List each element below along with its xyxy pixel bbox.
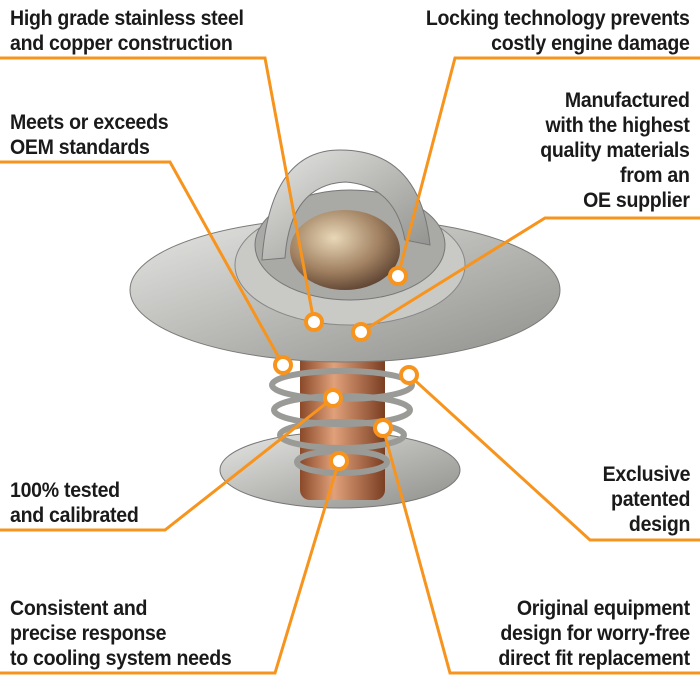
callout-text-line: precise response <box>10 622 167 645</box>
callout-dots <box>273 266 419 471</box>
callout-text-line: and calibrated <box>10 504 139 527</box>
callout-text-line: Consistent and <box>10 597 148 620</box>
copper-dome <box>290 210 400 290</box>
callout-materials: High grade stainless steel and copper co… <box>10 6 244 56</box>
callout-dot-response <box>329 451 349 471</box>
callout-line-fit <box>381 427 700 675</box>
callout-text-line: costly engine damage <box>491 32 691 55</box>
callout-text-line: Meets or exceeds <box>10 111 169 134</box>
callout-locking: Locking technology prevents costly engin… <box>426 6 690 56</box>
callout-text-line: Original equipment <box>517 597 690 620</box>
callout-patented: Exclusive patented design <box>602 462 690 537</box>
callout-text-line: Exclusive <box>602 463 690 486</box>
callout-dot-fit <box>373 418 393 438</box>
callout-text-line: OE supplier <box>583 189 690 212</box>
callout-lines <box>0 56 700 675</box>
callout-dot-oem <box>273 355 293 375</box>
callout-text-line: and copper construction <box>10 32 233 55</box>
callout-dot-patented <box>399 365 419 385</box>
callout-dot-materials <box>304 312 324 332</box>
callout-line-materials <box>0 56 316 323</box>
callout-text-line: direct fit replacement <box>498 647 691 670</box>
callout-line-manufactured <box>360 216 700 334</box>
callout-response: Consistent and precise response to cooli… <box>10 596 232 671</box>
callout-text-line: High grade stainless steel <box>10 7 244 30</box>
callout-text-line: design for worry-free <box>500 622 691 645</box>
callout-line-response <box>0 460 341 675</box>
callout-fit: Original equipment design for worry-free… <box>498 596 691 671</box>
callout-dot-tested <box>323 388 343 408</box>
callout-tested: 100% tested and calibrated <box>10 478 139 528</box>
callout-dot-locking <box>388 266 408 286</box>
callout-line-locking <box>396 56 700 277</box>
callout-text-line: with the highest <box>545 114 690 137</box>
callout-text-line: 100% tested <box>10 479 120 502</box>
callout-line-patented <box>407 373 700 542</box>
callout-line-tested <box>0 396 334 532</box>
callout-text-line: Manufactured <box>565 89 690 112</box>
callout-line-oem <box>0 160 285 366</box>
bridge <box>261 149 431 261</box>
callout-text-line: Locking technology prevents <box>426 7 690 30</box>
callout-text-line: to cooling system needs <box>10 647 232 670</box>
callout-text-line: from an <box>620 164 690 187</box>
callout-oem: Meets or exceeds OEM standards <box>10 110 169 160</box>
callout-dot-manufactured <box>351 322 371 342</box>
callout-manufactured: Manufactured with the highest quality ma… <box>540 88 691 213</box>
callout-text-line: design <box>628 513 691 536</box>
callout-text-line: patented <box>610 488 690 511</box>
callout-text-line: quality materials <box>540 139 691 162</box>
callout-text-line: OEM standards <box>10 136 150 159</box>
